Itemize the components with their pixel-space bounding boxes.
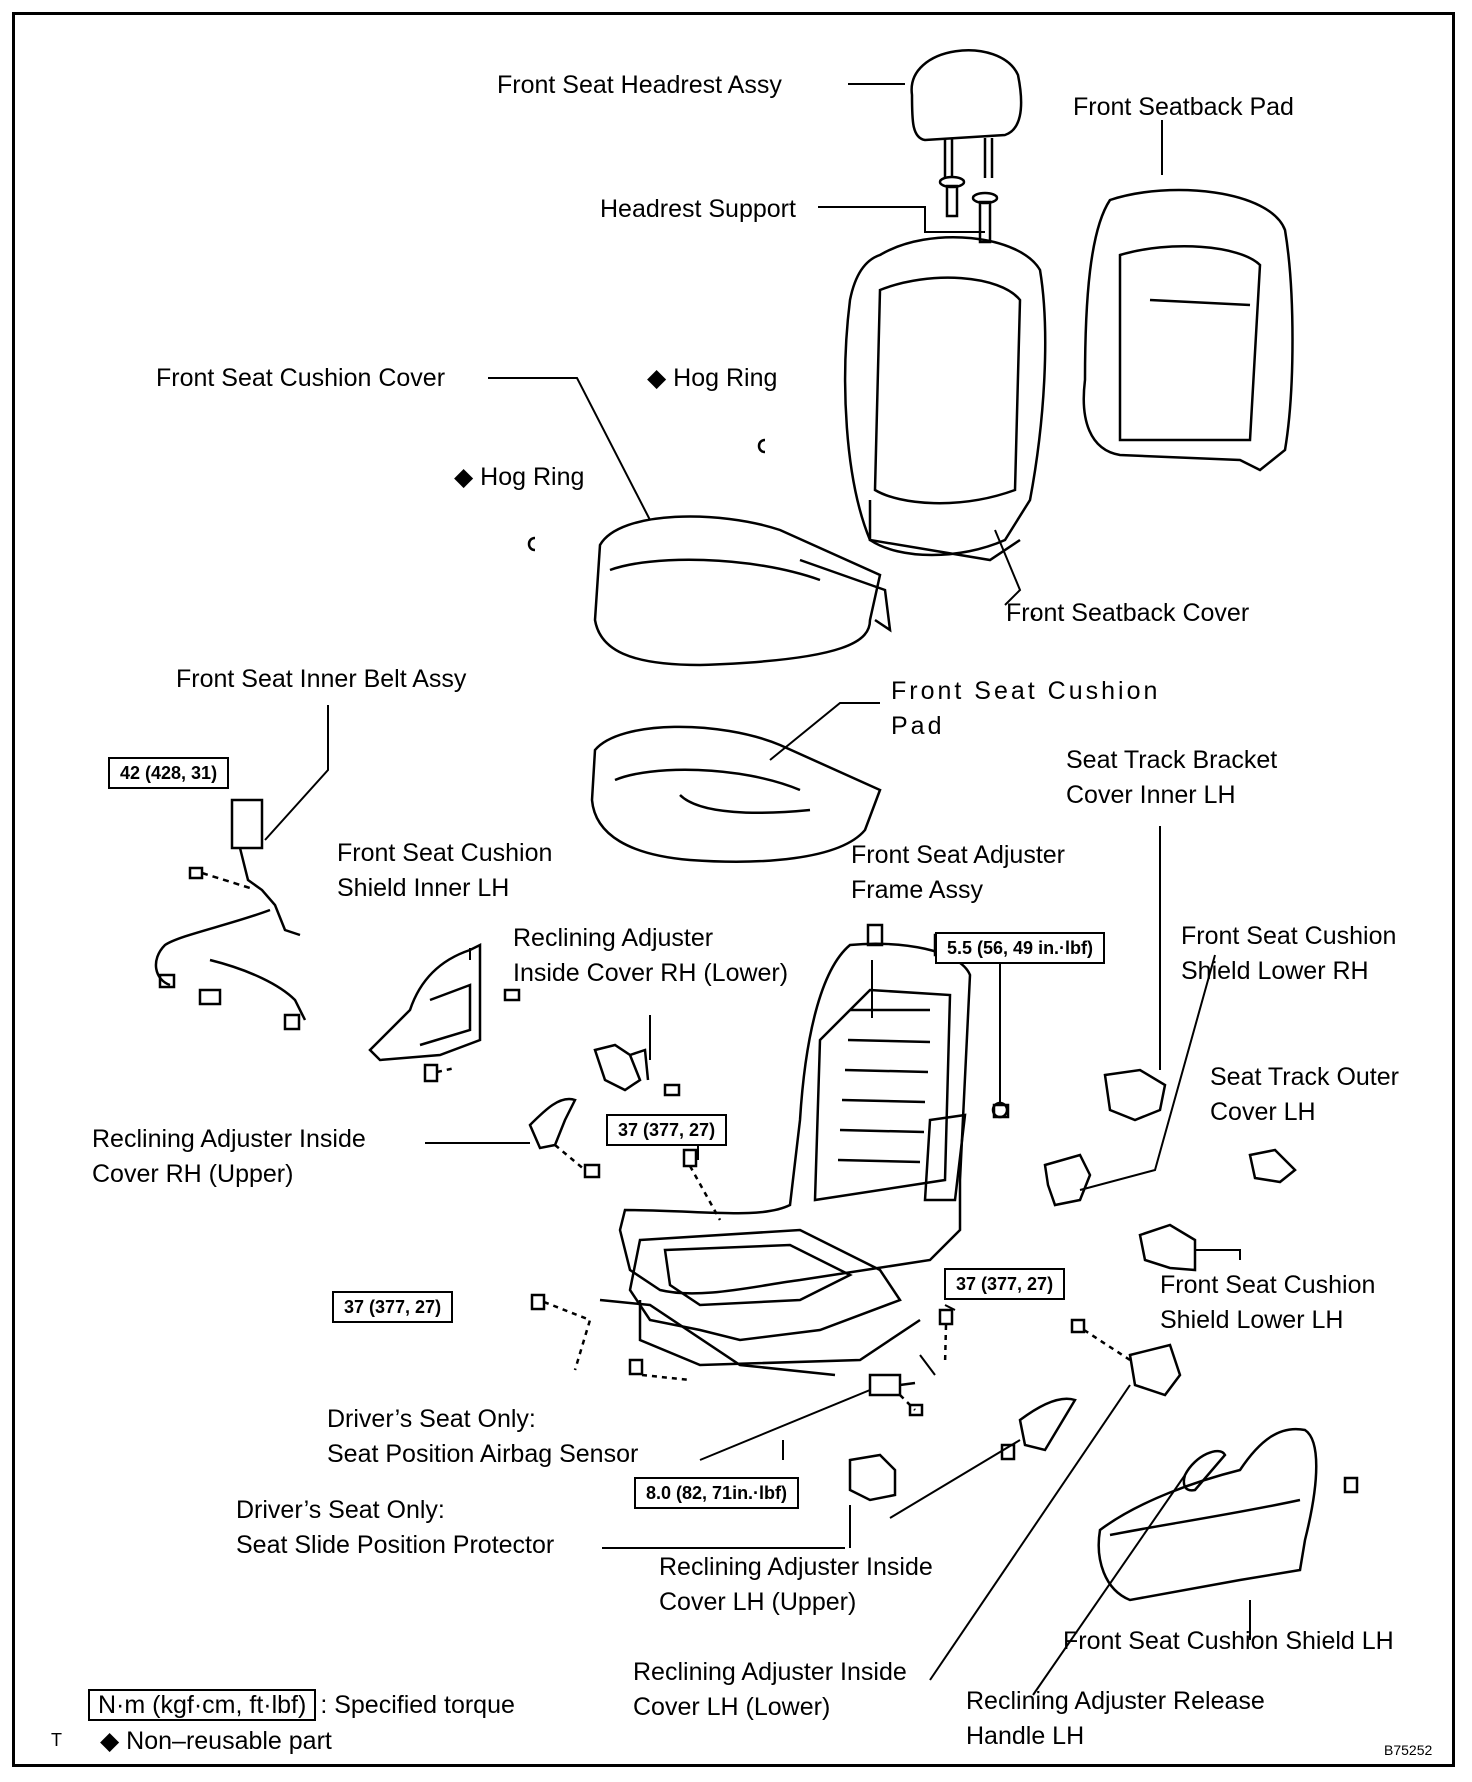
recl-lh-upper-drawing bbox=[1018, 1397, 1077, 1452]
label-hog-ring-1: ◆ Hog Ring bbox=[647, 364, 778, 392]
figure-id: B75252 bbox=[1384, 1742, 1433, 1758]
label-line: Frame Assy bbox=[851, 876, 983, 904]
label-line: Front Seat Cushion bbox=[891, 677, 1161, 705]
headrest-support-drawing bbox=[938, 175, 999, 244]
label-shield-lh: Front Seat Cushion Shield LH bbox=[1063, 1627, 1394, 1655]
bolt-icon bbox=[938, 1308, 954, 1326]
label-line: Reclining Adjuster Inside bbox=[92, 1125, 366, 1153]
label-line: Shield Inner LH bbox=[337, 874, 510, 902]
torque-belt: 42 (428, 31) bbox=[108, 757, 230, 789]
label-cushion-pad: Front Seat Cushion Pad bbox=[891, 674, 1160, 744]
label-line: Cover Inner LH bbox=[1066, 781, 1236, 809]
label-line: Driver’s Seat Only: bbox=[236, 1496, 445, 1524]
label-line: Inside Cover RH (Lower) bbox=[513, 959, 789, 987]
hog-ring-icon bbox=[527, 536, 536, 552]
seatback-cover-drawing bbox=[843, 236, 1047, 562]
torque-center: 37 (377, 27) bbox=[606, 1114, 728, 1146]
torque-sensor: 8.0 (82, 71in.·lbf) bbox=[634, 1477, 800, 1509]
bolt-icon bbox=[628, 1358, 644, 1376]
figure-frame bbox=[12, 12, 1455, 1767]
label-cushion-cover: Front Seat Cushion Cover bbox=[156, 364, 446, 392]
track-outer-drawing bbox=[1248, 1148, 1297, 1184]
label-line: Reclining Adjuster Inside bbox=[659, 1553, 933, 1581]
adjuster-frame-drawing bbox=[599, 923, 1009, 1377]
label-seatback-pad: Front Seatback Pad bbox=[1073, 93, 1294, 121]
label-line: Cover LH (Upper) bbox=[659, 1588, 857, 1616]
torque-right: 37 (377, 27) bbox=[944, 1268, 1066, 1300]
corner-mark: T bbox=[51, 1730, 62, 1750]
label-slide-protector: Driver’s Seat Only: Seat Slide Position … bbox=[236, 1493, 554, 1563]
bolt-icon bbox=[682, 1148, 698, 1168]
label-line: Reclining Adjuster Release bbox=[966, 1687, 1265, 1715]
label-line: Driver’s Seat Only: bbox=[327, 1405, 536, 1433]
shield-lower-lh-drawing bbox=[1138, 1223, 1197, 1272]
label-line: Front Seat Cushion bbox=[1160, 1271, 1376, 1299]
seatback-pad-drawing bbox=[1082, 188, 1294, 472]
slide-protector-drawing bbox=[848, 1453, 897, 1502]
label-recl-rh-lower: Reclining Adjuster Inside Cover RH (Lowe… bbox=[513, 921, 788, 991]
label-line: Front Seat Adjuster bbox=[851, 841, 1066, 869]
label-track-outer: Seat Track Outer Cover LH bbox=[1210, 1060, 1399, 1130]
shield-inner-drawing bbox=[368, 942, 521, 1083]
legend-torque-text: : Specified torque bbox=[320, 1691, 515, 1719]
label-recl-lh-upper: Reclining Adjuster Inside Cover LH (Uppe… bbox=[659, 1550, 933, 1620]
bolt-icon bbox=[1000, 1443, 1016, 1461]
label-line: Pad bbox=[891, 712, 945, 740]
label-line: Seat Track Outer bbox=[1210, 1063, 1399, 1091]
label-line: Reclining Adjuster bbox=[513, 924, 714, 952]
shield-lower-rh-drawing bbox=[1043, 1153, 1092, 1207]
headrest-drawing bbox=[910, 49, 1023, 178]
label-shield-lower-rh: Front Seat Cushion Shield Lower RH bbox=[1181, 919, 1396, 989]
cushion-cover-drawing bbox=[593, 515, 892, 667]
label-line: Cover LH bbox=[1210, 1098, 1316, 1126]
legend-nonreusable: ◆ Non–reusable part bbox=[100, 1727, 332, 1755]
label-line: Front Seat Cushion bbox=[337, 839, 553, 867]
label-line: Handle LH bbox=[966, 1722, 1085, 1750]
legend-torque: N·m (kgf·cm, ft·lbf): Specified torque bbox=[88, 1688, 515, 1722]
label-line: Seat Track Bracket bbox=[1066, 746, 1278, 774]
label-seatback-cover: Front Seatback Cover bbox=[1006, 599, 1250, 627]
bolt-icon bbox=[1070, 1318, 1086, 1334]
cushion-shield-lh-drawing bbox=[1097, 1427, 1318, 1602]
label-headrest-assy: Front Seat Headrest Assy bbox=[497, 71, 782, 99]
label-line: Shield Lower LH bbox=[1160, 1306, 1344, 1334]
label-adjuster-frame: Front Seat Adjuster Frame Assy bbox=[851, 838, 1065, 908]
label-line: Cover LH (Lower) bbox=[633, 1693, 831, 1721]
label-line: Front Seat Cushion bbox=[1181, 922, 1397, 950]
cushion-pad-drawing bbox=[590, 725, 882, 863]
label-recl-lh-lower: Reclining Adjuster Inside Cover LH (Lowe… bbox=[633, 1655, 907, 1725]
label-line: Seat Slide Position Protector bbox=[236, 1531, 555, 1559]
bolt-icon bbox=[530, 1293, 546, 1311]
label-inner-belt: Front Seat Inner Belt Assy bbox=[176, 665, 467, 693]
label-shield-inner: Front Seat Cushion Shield Inner LH bbox=[337, 836, 552, 906]
label-line: Cover RH (Upper) bbox=[92, 1160, 294, 1188]
recl-rh-lower-drawing bbox=[593, 1043, 681, 1097]
torque-left: 37 (377, 27) bbox=[332, 1291, 454, 1323]
track-bracket-drawing bbox=[1103, 1068, 1167, 1122]
recl-rh-upper-drawing bbox=[528, 1097, 601, 1179]
release-handle-drawing bbox=[1182, 1449, 1227, 1492]
torque-frame-top: 5.5 (56, 49 in.·lbf) bbox=[935, 932, 1106, 964]
inner-belt-drawing bbox=[154, 798, 307, 1031]
label-hog-ring-2: ◆ Hog Ring bbox=[454, 463, 585, 491]
label-shield-lower-lh: Front Seat Cushion Shield Lower LH bbox=[1160, 1268, 1375, 1338]
label-track-bracket-inner: Seat Track Bracket Cover Inner LH bbox=[1066, 743, 1277, 813]
label-release-handle: Reclining Adjuster Release Handle LH bbox=[966, 1684, 1265, 1754]
label-airbag-sensor: Driver’s Seat Only: Seat Position Airbag… bbox=[327, 1402, 638, 1472]
recl-lh-lower-drawing bbox=[1128, 1343, 1182, 1397]
airbag-sensor-drawing bbox=[868, 1373, 924, 1417]
bolt-icon bbox=[1343, 1476, 1359, 1494]
legend-torque-box: N·m (kgf·cm, ft·lbf) bbox=[88, 1689, 317, 1721]
label-line: Reclining Adjuster Inside bbox=[633, 1658, 907, 1686]
label-headrest-support: Headrest Support bbox=[600, 195, 796, 223]
label-line: Seat Position Airbag Sensor bbox=[327, 1440, 639, 1468]
label-line: Shield Lower RH bbox=[1181, 957, 1369, 985]
label-recl-rh-upper: Reclining Adjuster Inside Cover RH (Uppe… bbox=[92, 1122, 366, 1192]
hog-ring-icon bbox=[757, 438, 766, 454]
